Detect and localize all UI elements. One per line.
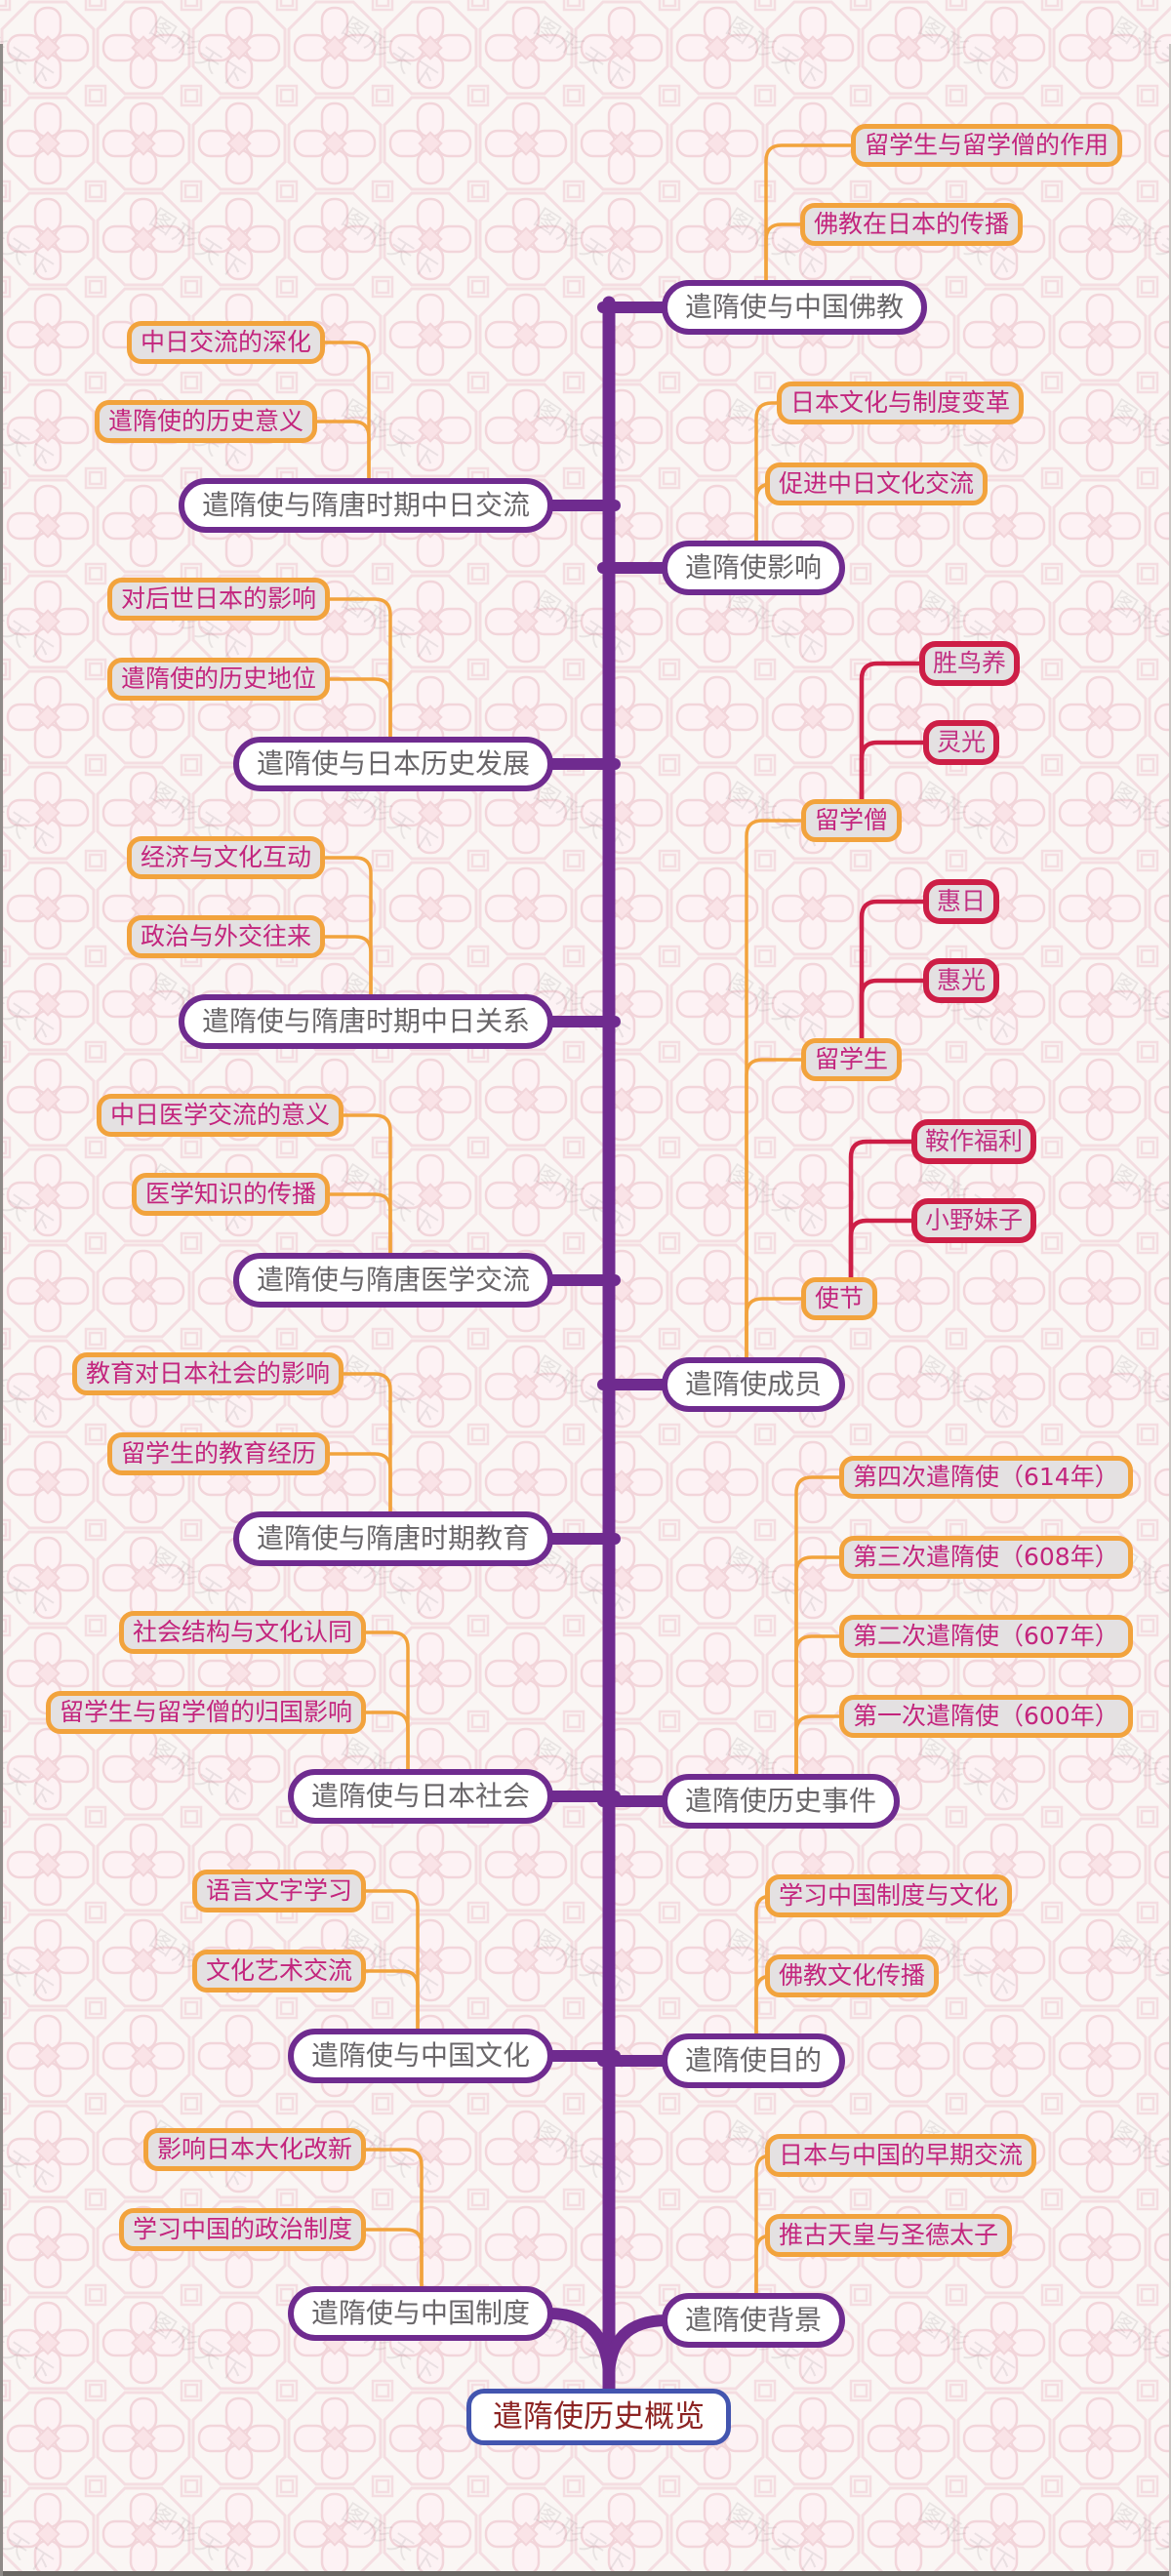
child-node[interactable]: 佛教在日本的传播 xyxy=(800,203,1024,246)
grandchild-node[interactable]: 灵光 xyxy=(923,720,1000,765)
branch-node[interactable]: 遣隋使目的 xyxy=(662,2033,846,2088)
window-right-edge xyxy=(1169,44,1171,2576)
grandchild-node[interactable]: 鞍作福利 xyxy=(911,1119,1037,1164)
child-node[interactable]: 佛教文化传播 xyxy=(765,1954,940,1997)
child-node[interactable]: 学习中国制度与文化 xyxy=(765,1874,1013,1917)
child-node[interactable]: 政治与外交往来 xyxy=(126,915,325,958)
branch-node[interactable]: 遣隋使背景 xyxy=(662,2293,846,2348)
child-node[interactable]: 经济与文化互动 xyxy=(126,836,325,879)
child-node[interactable]: 推古天皇与圣德太子 xyxy=(765,2214,1013,2257)
branch-node[interactable]: 遣隋使影响 xyxy=(662,541,846,595)
grandchild-node[interactable]: 惠日 xyxy=(923,879,1000,924)
branch-node[interactable]: 遣隋使与中国制度 xyxy=(287,2286,553,2341)
branch-node[interactable]: 遣隋使与日本社会 xyxy=(287,1769,553,1824)
grandchild-node[interactable]: 小野妹子 xyxy=(911,1198,1037,1243)
branch-node[interactable]: 遣隋使与隋唐医学交流 xyxy=(232,1253,553,1308)
child-node[interactable]: 第四次遣隋使（614年） xyxy=(839,1456,1133,1499)
child-node[interactable]: 影响日本大化改新 xyxy=(142,2128,366,2171)
child-node[interactable]: 第一次遣隋使（600年） xyxy=(839,1695,1133,1738)
child-node[interactable]: 留学生与留学僧的作用 xyxy=(851,124,1123,167)
root-node[interactable]: 遣隋使历史概览 xyxy=(466,2389,731,2445)
child-node[interactable]: 医学知识的传播 xyxy=(131,1173,330,1216)
branch-node[interactable]: 遣隋使与中国文化 xyxy=(287,2029,553,2083)
branch-node[interactable]: 遣隋使与中国佛教 xyxy=(662,280,928,335)
child-node[interactable]: 教育对日本社会的影响 xyxy=(71,1352,343,1395)
child-node[interactable]: 日本与中国的早期交流 xyxy=(765,2134,1037,2177)
child-node[interactable]: 遣隋使的历史意义 xyxy=(94,400,317,443)
child-node[interactable]: 中日医学交流的意义 xyxy=(96,1094,343,1137)
branch-node[interactable]: 遣隋使与隋唐时期中日关系 xyxy=(178,994,553,1049)
branch-node[interactable]: 遣隋使历史事件 xyxy=(662,1774,901,1829)
grandchild-node[interactable]: 胜鸟养 xyxy=(919,641,1021,686)
child-node[interactable]: 留学生与留学僧的归国影响 xyxy=(45,1691,366,1734)
child-node[interactable]: 使节 xyxy=(801,1277,878,1320)
child-node[interactable]: 日本文化与制度变革 xyxy=(777,382,1025,424)
child-node[interactable]: 留学僧 xyxy=(801,799,903,842)
child-node[interactable]: 促进中日文化交流 xyxy=(765,463,989,505)
branch-node[interactable]: 遣隋使成员 xyxy=(662,1357,846,1412)
child-node[interactable]: 文化艺术交流 xyxy=(191,1950,366,1992)
child-node[interactable]: 学习中国的政治制度 xyxy=(118,2208,366,2251)
child-node[interactable]: 留学生的教育经历 xyxy=(106,1432,330,1475)
branch-node[interactable]: 遣隋使与日本历史发展 xyxy=(232,737,553,791)
child-node[interactable]: 中日交流的深化 xyxy=(126,321,325,364)
child-node[interactable]: 对后世日本的影响 xyxy=(106,578,330,621)
child-node[interactable]: 社会结构与文化认同 xyxy=(118,1611,366,1654)
child-node[interactable]: 遣隋使的历史地位 xyxy=(106,658,330,701)
child-node[interactable]: 留学生 xyxy=(801,1038,903,1081)
window-bottom-edge xyxy=(0,2571,1171,2576)
child-node[interactable]: 第二次遣隋使（607年） xyxy=(839,1615,1133,1658)
branch-node[interactable]: 遣隋使与隋唐时期中日交流 xyxy=(178,478,553,533)
grandchild-node[interactable]: 惠光 xyxy=(923,958,1000,1003)
child-node[interactable]: 第三次遣隋使（608年） xyxy=(839,1536,1133,1579)
branch-node[interactable]: 遣隋使与隋唐时期教育 xyxy=(232,1511,553,1566)
window-left-edge xyxy=(0,44,3,2576)
child-node[interactable]: 语言文字学习 xyxy=(191,1870,366,1912)
